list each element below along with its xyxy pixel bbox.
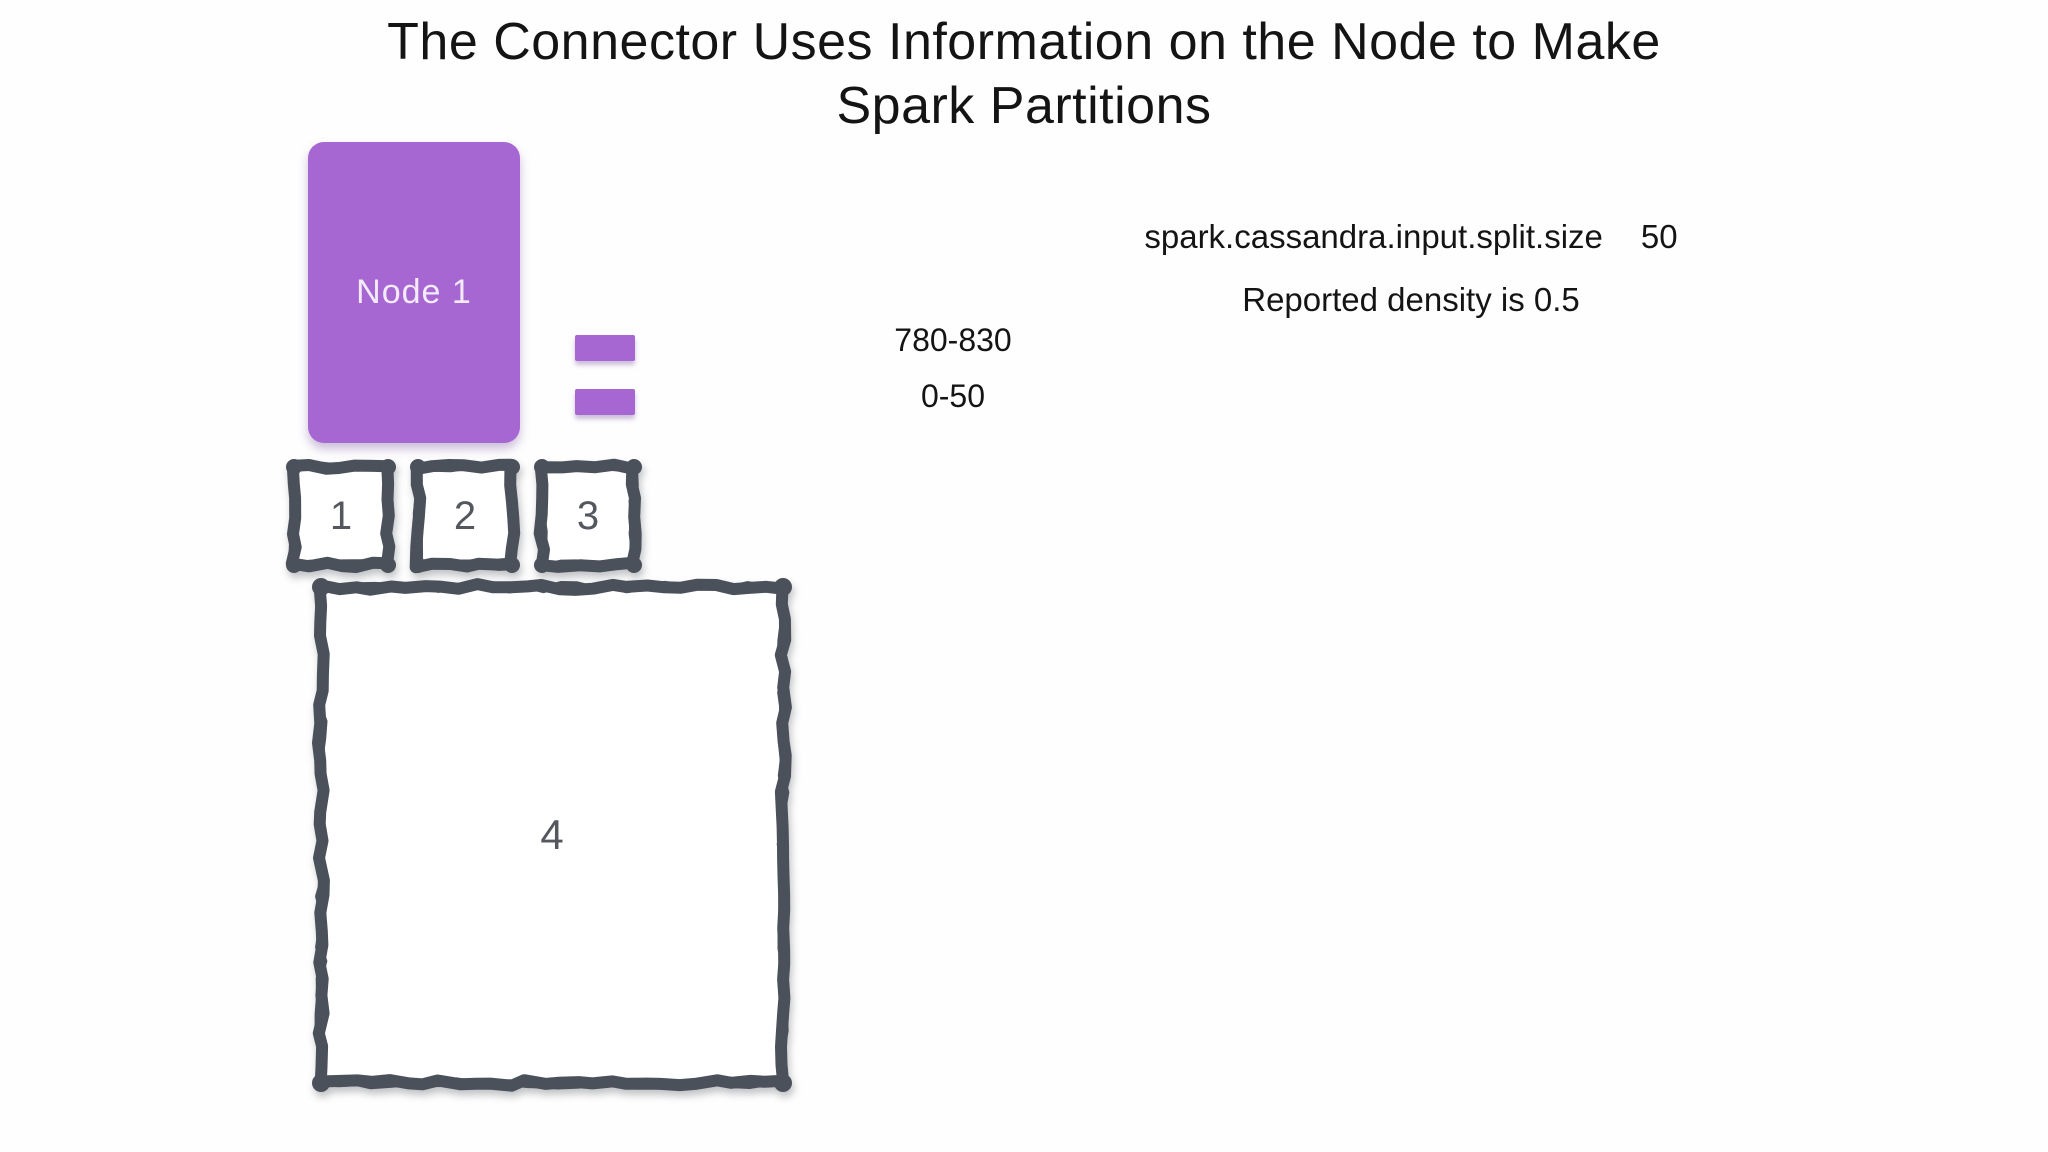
spark-partition-4: 4 [312,578,792,1092]
sketch-border-4 [312,578,792,1092]
spark-partition-2: 2 [409,458,521,574]
split-size-property: spark.cassandra.input.split.size [1144,218,1603,255]
split-size-value: 50 [1640,218,1678,255]
density-note: Reported density is 0.5 [1242,281,1580,318]
split-size-setting: spark.cassandra.input.split.size 50 [1144,218,1677,255]
sketch-border-2 [409,458,521,574]
cassandra-node-box: Node 1 [308,142,520,443]
sketch-border-3 [533,458,642,573]
partition-number: 3 [576,493,600,538]
token-range-label-2: 0-50 [920,378,986,414]
token-range-label-1: 780-830 [894,322,1012,358]
slide-title-line2: Spark Partitions [836,77,1212,135]
node-label: Node 1 [356,273,472,311]
partition-number: 2 [453,493,477,538]
slide-title-line1: The Connector Uses Information on the No… [387,13,1661,71]
spark-partition-3: 3 [533,458,643,574]
slide-title: The Connector Uses Information on the No… [0,10,2048,138]
sketch-border-1 [285,459,396,573]
partition-number: 4 [540,811,564,858]
token-range-swatch-2 [575,389,635,415]
spark-partition-1: 1 [285,458,397,574]
token-range-swatch-1 [575,335,635,361]
partition-number: 1 [329,493,353,538]
